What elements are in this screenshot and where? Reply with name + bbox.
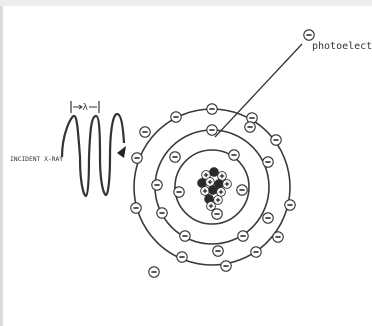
electron: [229, 150, 239, 160]
incident-xray-wave: [62, 114, 124, 196]
electron: [207, 104, 217, 114]
proton: [206, 178, 215, 187]
photoelectron-path: [215, 44, 302, 137]
electron: [132, 153, 142, 163]
proton: [223, 180, 232, 189]
electron: [251, 247, 261, 257]
electron: [213, 246, 223, 256]
proton: [217, 188, 226, 197]
electron: [237, 185, 247, 195]
electron: [180, 231, 190, 241]
electron: [171, 112, 181, 122]
electron: [285, 200, 295, 210]
electron: [221, 261, 231, 271]
electron: [271, 135, 281, 145]
electron: [245, 122, 255, 132]
electron: [131, 203, 141, 213]
electron: [238, 231, 248, 241]
electron: [177, 252, 187, 262]
wave-arrowhead: [117, 146, 126, 158]
electron: [170, 152, 180, 162]
electron: [212, 209, 222, 219]
proton: [218, 172, 227, 181]
proton: [207, 202, 216, 211]
electron: [273, 232, 283, 242]
nucleus: [198, 168, 232, 211]
electron: [149, 267, 159, 277]
neutron: [198, 179, 207, 188]
electron: [157, 208, 167, 218]
neutron: [210, 168, 219, 177]
neutron: [209, 186, 218, 195]
electron: [263, 157, 273, 167]
electron: [174, 187, 184, 197]
left-edge-bar: [0, 0, 3, 326]
incident-xray-label: INCIDENT X-RAY: [10, 156, 63, 163]
electron: [140, 127, 150, 137]
photoelectron-label: photoelectro: [312, 41, 372, 52]
wavelength-symbol: λ: [83, 103, 89, 113]
electron: [207, 125, 217, 135]
electrons: [131, 30, 314, 277]
photoelectron-electron: [304, 30, 314, 40]
wavelength-marker: λ: [71, 101, 99, 113]
proton: [201, 187, 210, 196]
electron: [263, 213, 273, 223]
electron: [152, 180, 162, 190]
top-edge-bar: [0, 0, 372, 6]
proton: [214, 196, 223, 205]
